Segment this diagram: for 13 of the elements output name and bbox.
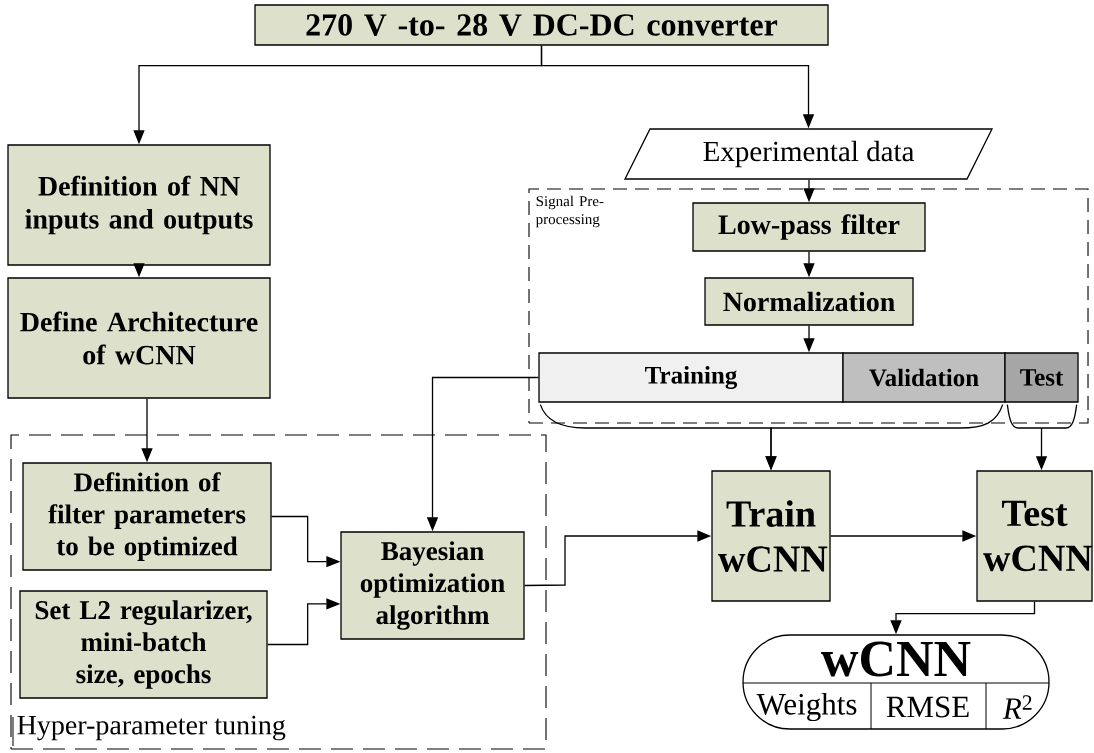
process-box: Define Architecture of wCNN (7, 277, 271, 399)
data-split-segment: Validation (842, 352, 1006, 403)
process-box: Normalization (704, 277, 914, 326)
process-box: Definition of NN inputs and outputs (7, 144, 271, 266)
result-capsule: wCNN Weights RMSE R$^{2}$ (742, 634, 1050, 730)
process-box: Low-pass filter (692, 202, 926, 252)
process-box: Train wCNN (711, 470, 831, 602)
process-box: Set L2 regularizer, mini-batch size, epochs (19, 590, 268, 699)
process-box: Bayesian optimization algorithm (340, 531, 525, 640)
data-split-segment: Test (1004, 352, 1079, 403)
process-box: Definition of filter parameters to be optimized (22, 462, 272, 571)
process-box: 270 V -to- 28 V DC-DC converter (254, 4, 829, 46)
data-split-segment: Training (538, 352, 844, 403)
